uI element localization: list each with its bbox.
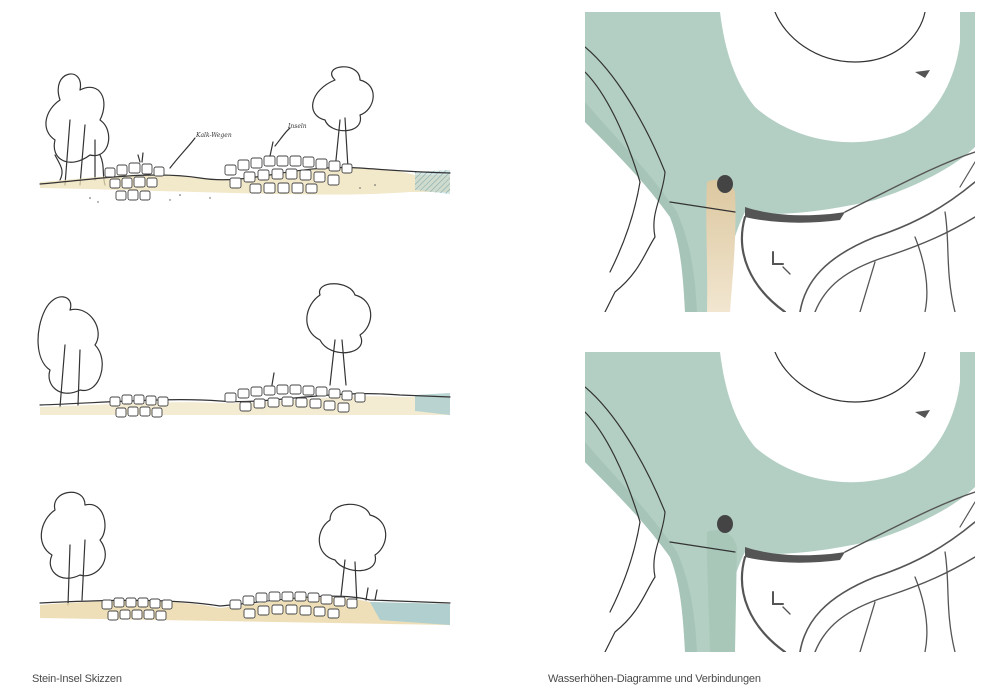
sketch-1: Kalk-Wegen Inseln bbox=[40, 67, 450, 203]
tree-icon-left bbox=[41, 492, 105, 605]
annotation-kalk-wegen: Kalk-Wegen bbox=[195, 132, 232, 139]
maps-svg bbox=[585, 12, 975, 652]
tree-icon-right bbox=[319, 504, 385, 605]
sketches-svg: Kalk-Wegen Inseln bbox=[30, 60, 460, 640]
stone-island-marker bbox=[717, 175, 733, 193]
river-map-high-water bbox=[585, 12, 975, 312]
tree-icon-left bbox=[46, 74, 109, 185]
tree-icon-right bbox=[307, 284, 371, 385]
caption-left: Stein-Insel Skizzen bbox=[32, 673, 122, 685]
river-map-low-water bbox=[585, 352, 975, 652]
sketch-panel: Kalk-Wegen Inseln bbox=[30, 60, 460, 640]
sketch-2 bbox=[38, 284, 450, 417]
annotation-inseln: Inseln bbox=[287, 123, 307, 130]
map-panel bbox=[585, 12, 975, 652]
stone-island-marker bbox=[717, 515, 733, 533]
sketch-3 bbox=[40, 492, 450, 625]
tree-icon-left bbox=[38, 297, 102, 407]
stone-island-1a bbox=[105, 163, 164, 200]
caption-right: Wasserhöhen-Diagramme und Verbindungen bbox=[548, 673, 761, 685]
tree-icon-right bbox=[313, 67, 374, 170]
